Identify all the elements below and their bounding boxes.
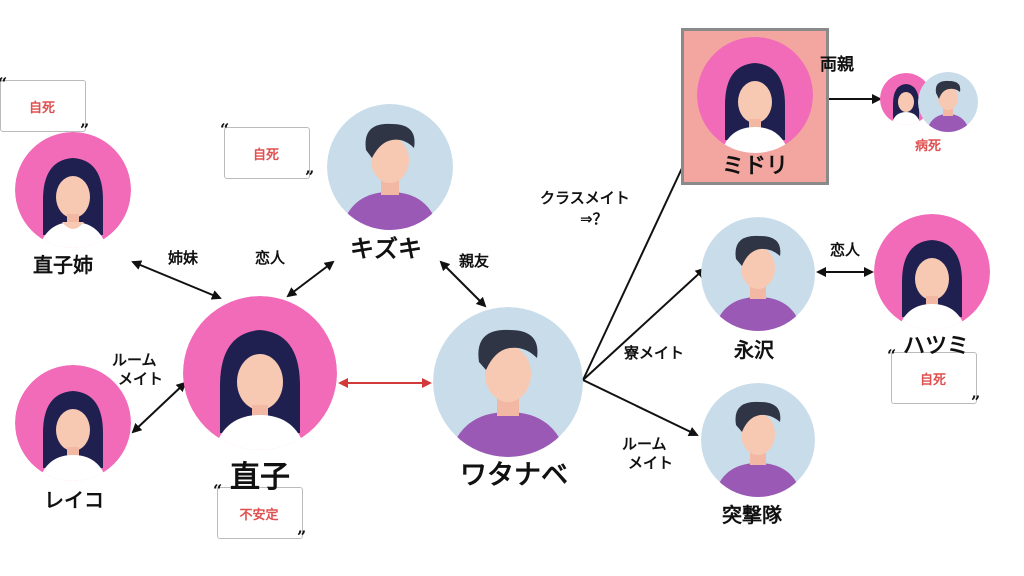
- relation-dorm-mate: 寮メイト: [624, 344, 685, 362]
- quote-close-naoko: ”: [297, 527, 307, 546]
- naoko-sister-avatar: [15, 132, 131, 248]
- midori-parents-note: 病死: [914, 139, 941, 154]
- arrow-sisters: [131, 260, 222, 300]
- nagasawa-name: 永沢: [734, 338, 774, 362]
- midori-mother-avatar: [880, 73, 932, 125]
- quote-close-kizuki: ”: [305, 167, 315, 186]
- quote-open-kizuki: “: [220, 120, 230, 139]
- relation-classmate-2: ⇒？: [580, 210, 608, 228]
- arrow-watanabe-midori: [582, 134, 699, 381]
- quote-open-sister: “: [0, 74, 7, 93]
- arrow-naoko-reiko: [131, 381, 187, 434]
- quote-close-hatsumi: ”: [971, 392, 981, 411]
- naoko-note: 不安定: [239, 508, 279, 523]
- naoko-note-box: [217, 487, 303, 539]
- nagasawa-avatar: [701, 217, 815, 331]
- naoko-avatar: [183, 296, 337, 450]
- reiko-avatar: [15, 365, 131, 481]
- relation-classmate-1: クラスメイト: [540, 189, 630, 207]
- relation-lovers-hatsumi: 恋人: [830, 241, 861, 259]
- naoko-name: 直子: [230, 460, 290, 495]
- kizuki-note: 自死: [252, 148, 279, 163]
- quote-close-sister: ”: [80, 120, 90, 139]
- relation-sisters: 姉妹: [168, 249, 199, 267]
- kizuki-name: キズキ: [350, 235, 422, 263]
- hatsumi-name: ハツミ: [903, 334, 970, 359]
- kizuki-avatar: [327, 104, 453, 230]
- totsugekitai-avatar: [701, 383, 815, 497]
- arrow-watanabe-nagasawa: [582, 267, 706, 381]
- hatsumi-note-box: [891, 352, 977, 404]
- relation-roommate-reiko-2: メイト: [118, 370, 164, 388]
- totsugekitai-name: 突撃隊: [722, 503, 782, 527]
- watanabe-name: ワタナベ: [460, 460, 568, 491]
- quote-open-naoko: “: [213, 481, 223, 500]
- hatsumi-avatar: [874, 214, 990, 330]
- relation-best-friend: 親友: [459, 252, 490, 270]
- arrow-watanabe-totsugekitai: [582, 379, 699, 437]
- relation-roommate-totsu-1: ルーム: [622, 435, 667, 453]
- reiko-name: レイコ: [44, 488, 104, 512]
- naoko-sister-name: 直子姉: [33, 253, 93, 277]
- relation-roommate-totsu-2: メイト: [628, 454, 674, 472]
- midori-name: ミドリ: [722, 154, 789, 179]
- midori-father-avatar: [918, 72, 978, 132]
- arrow-naoko-kizuki: [286, 260, 335, 298]
- quote-open-hatsumi: “: [887, 346, 897, 365]
- midori-avatar: [697, 37, 813, 153]
- naoko-sister-note-box: [0, 80, 86, 132]
- kizuki-note-box: [224, 127, 310, 179]
- arrow-kizuki-watanabe: [439, 260, 487, 308]
- naoko-sister-note: 自死: [28, 101, 55, 116]
- relation-roommate-reiko-1: ルーム: [112, 351, 157, 369]
- hatsumi-note: 自死: [919, 373, 946, 388]
- watanabe-avatar: [433, 307, 583, 457]
- relation-lovers-kizuki: 恋人: [255, 249, 286, 267]
- midori-parents-label: 両親: [820, 55, 854, 75]
